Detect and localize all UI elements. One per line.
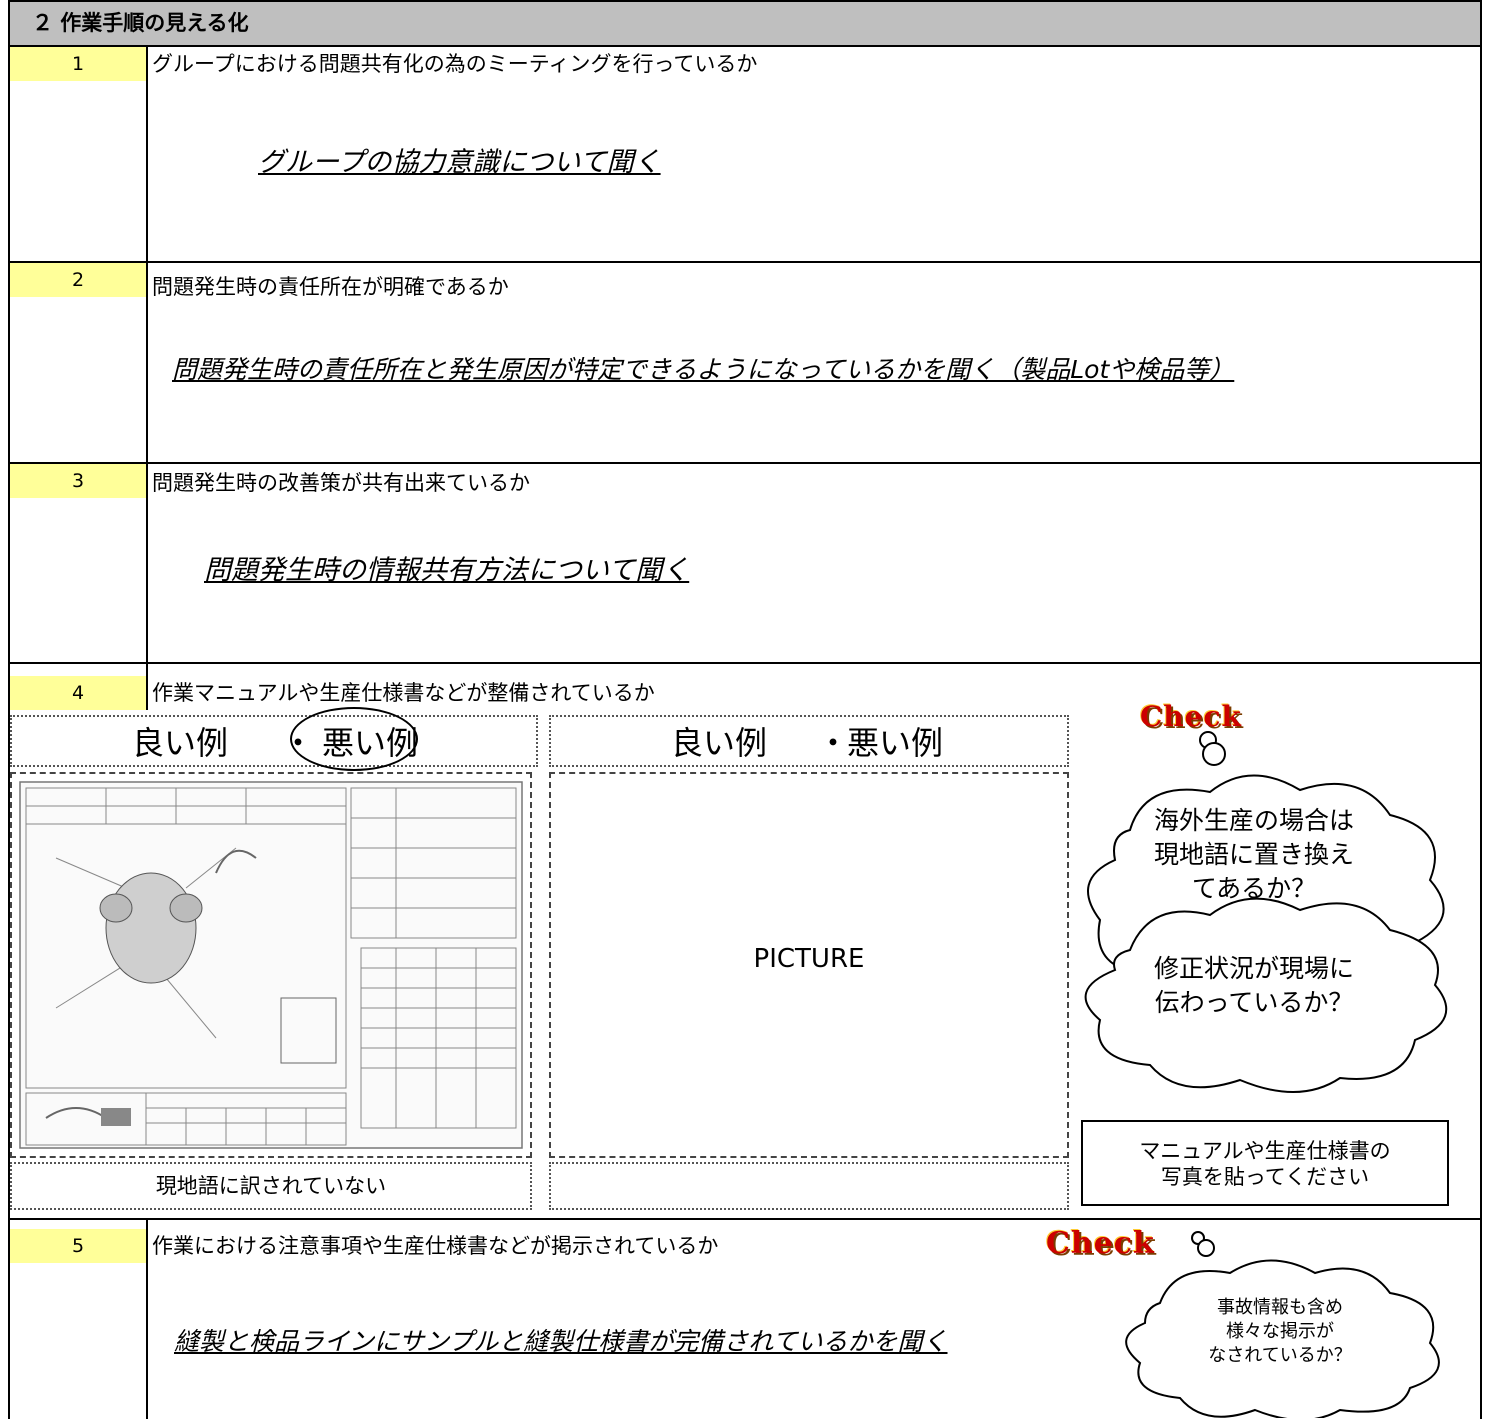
item-note-2: 問題発生時の責任所在と発生原因が特定できるようになっているかを聞く（製品Lotや… xyxy=(172,355,1235,384)
row-divider xyxy=(8,662,1482,664)
cloud-line: 海外生産の場合は xyxy=(1153,806,1354,835)
column-divider xyxy=(146,263,148,462)
check-badge-4: Check xyxy=(1140,700,1242,733)
cloud-line: 伝わっているか？ xyxy=(1154,988,1354,1017)
cloud-line: 現地語に置き換え xyxy=(1153,840,1354,869)
photo-instruction-box: マニュアルや生産仕様書の 写真を貼ってください xyxy=(1081,1120,1449,1206)
item-question-5: 作業における注意事項や生産仕様書などが掲示されているか xyxy=(152,1234,719,1258)
cloud-text-2: 修正状況が現場に 伝わっているか？ xyxy=(1124,952,1384,1020)
example-photo-right[interactable]: PICTURE xyxy=(549,772,1069,1158)
item-number-3: 3 xyxy=(10,464,146,498)
bad-example-label: 悪い例 xyxy=(847,724,944,762)
item-number-4: 4 xyxy=(10,676,146,710)
column-divider xyxy=(146,47,148,261)
instruction-line: 写真を貼ってください xyxy=(1160,1165,1370,1189)
row-divider xyxy=(8,462,1482,464)
cloud-line: てあるか？ xyxy=(1191,874,1317,903)
good-example-label: 良い例 xyxy=(132,724,229,762)
checklist-sheet xyxy=(8,0,1482,1419)
example-caption-right xyxy=(549,1162,1069,1210)
cloud-line: 様々な掲示が xyxy=(1226,1321,1334,1342)
cloud-text-1: 海外生産の場合は 現地語に置き換え てあるか？ xyxy=(1124,804,1384,906)
column-divider xyxy=(146,664,148,710)
item-question-4: 作業マニュアルや生産仕様書などが整備されているか xyxy=(152,681,655,705)
column-divider xyxy=(146,1220,148,1419)
cloud-line: 事故情報も含め xyxy=(1217,1297,1343,1318)
item-note-5: 縫製と検品ラインにサンプルと縫製仕様書が完備されているかを聞く xyxy=(174,1327,948,1356)
thought-cloud-5 xyxy=(1125,1231,1440,1418)
example-photo-left xyxy=(10,772,532,1158)
item-question-1: グループにおける問題共有化の為のミーティングを行っているか xyxy=(152,52,758,76)
item-number-1: 1 xyxy=(10,47,146,81)
separator-dot: ・ xyxy=(817,724,850,762)
spec-sheet-image xyxy=(19,781,523,1149)
example-caption-left: 現地語に訳されていない xyxy=(10,1162,532,1210)
item-number-5: 5 xyxy=(10,1229,146,1263)
item-note-1: グループの協力意識について聞く xyxy=(258,147,661,178)
item-note-3: 問題発生時の情報共有方法について聞く xyxy=(204,555,690,586)
example-label-left: 良い例 ・ 悪い例 xyxy=(10,715,538,767)
example-label-right: 良い例 ・ 悪い例 xyxy=(549,715,1069,767)
circle-mark xyxy=(290,707,418,771)
cloud-line: なされているか？ xyxy=(1208,1345,1352,1366)
check-badge-5: Check xyxy=(1046,1226,1155,1261)
row-divider xyxy=(8,261,1482,263)
instruction-line: マニュアルや生産仕様書の xyxy=(1139,1139,1391,1163)
item-number-2: 2 xyxy=(10,263,146,297)
column-divider xyxy=(146,464,148,662)
picture-placeholder: PICTURE xyxy=(753,944,865,974)
cloud-line: 修正状況が現場に xyxy=(1153,954,1354,983)
cloud-text-5: 事故情報も含め 様々な掲示が なされているか？ xyxy=(1150,1296,1410,1368)
item-question-3: 問題発生時の改善策が共有出来ているか xyxy=(152,471,530,495)
section-header: ２ 作業手順の見える化 xyxy=(8,0,1482,47)
thought-clouds-4 xyxy=(1084,731,1448,1093)
good-example-label: 良い例 xyxy=(671,724,768,762)
item-question-2: 問題発生時の責任所在が明確であるか xyxy=(152,275,509,299)
row-divider xyxy=(8,1218,1482,1220)
